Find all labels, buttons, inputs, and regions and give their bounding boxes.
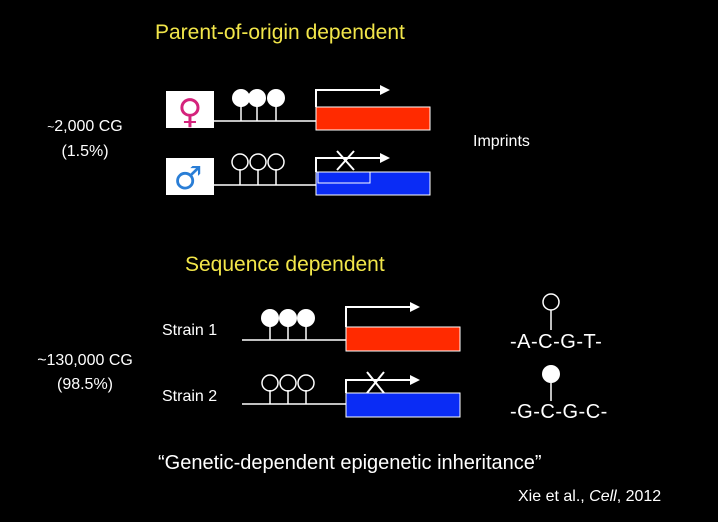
imprints-label: Imprints bbox=[473, 133, 530, 150]
methylated-cpg-lollipop bbox=[261, 309, 279, 327]
unmethylated-cpg-lollipop bbox=[297, 374, 315, 392]
blocked-transcription-x-icon bbox=[336, 150, 355, 171]
unmethylated-cpg-lollipop bbox=[231, 153, 249, 171]
unmethylated-cpg-lollipop bbox=[261, 374, 279, 392]
methylated-cpg-lollipop bbox=[297, 309, 315, 327]
methylated-cpg-lollipop bbox=[232, 89, 250, 107]
strain1-methylated-cpg-group bbox=[261, 309, 315, 340]
male-unmethylated-cpg-group bbox=[231, 153, 285, 185]
blocked-transcription-arrow-icon bbox=[345, 375, 420, 393]
methylated-cpg-lollipop bbox=[267, 89, 285, 107]
strain2-silenced-gene bbox=[345, 392, 461, 418]
strain1-label: Strain 1 bbox=[162, 322, 218, 339]
male-icon-box bbox=[166, 158, 214, 195]
female-symbol-icon: ♀ bbox=[178, 92, 203, 132]
unmethylated-cpg-lollipop bbox=[267, 153, 285, 171]
male-promoter-box bbox=[317, 171, 371, 184]
quote-text: “Genetic-dependent epigenetic inheritanc… bbox=[158, 452, 542, 474]
transcription-arrow-icon bbox=[345, 302, 420, 327]
unmethylated-sequence-cpg-icon bbox=[542, 293, 560, 330]
methylated-cpg-lollipop bbox=[248, 89, 266, 107]
unmethylated-cpg-lollipop bbox=[279, 374, 297, 392]
imprint-section-title: Parent-of-origin dependent bbox=[155, 21, 405, 44]
citation-journal: Cell bbox=[589, 488, 617, 505]
approx-sign: ~ bbox=[47, 120, 55, 134]
blocked-transcription-x-icon bbox=[366, 371, 385, 394]
citation-year: , 2012 bbox=[616, 488, 662, 505]
sequence-section-title: Sequence dependent bbox=[185, 253, 385, 276]
transcription-arrow-icon bbox=[315, 85, 390, 107]
imprint-cg-count-value: 2,000 CG bbox=[54, 118, 123, 135]
female-methylated-cpg-group bbox=[232, 89, 285, 121]
methylated-sequence: -G-C-G-C- bbox=[510, 401, 608, 423]
citation-authors: Xie et al., bbox=[518, 488, 590, 505]
female-active-gene bbox=[315, 106, 431, 131]
methylated-cpg-lollipop bbox=[279, 309, 297, 327]
unmethylated-cpg-lollipop bbox=[249, 153, 267, 171]
female-icon-box bbox=[166, 91, 214, 128]
male-symbol-icon: ♂ bbox=[174, 159, 203, 197]
unmethylated-sequence: -A-C-G-T- bbox=[510, 331, 603, 353]
strain1-active-gene bbox=[345, 326, 461, 352]
strain2-unmethylated-cpg-group bbox=[261, 374, 315, 404]
blocked-transcription-arrow-icon bbox=[315, 153, 390, 172]
sequence-cg-count: ~130,000 CG bbox=[37, 352, 133, 369]
strain2-label: Strain 2 bbox=[162, 388, 218, 405]
sequence-cg-percent: (98.5%) bbox=[56, 376, 114, 393]
imprint-cg-count: ~2,000 CG bbox=[30, 116, 140, 138]
imprint-cg-percent: (1.5%) bbox=[61, 143, 109, 160]
methylated-sequence-cpg-icon bbox=[542, 365, 560, 401]
citation: Xie et al., Cell, 2012 bbox=[518, 488, 661, 506]
male-silenced-gene bbox=[315, 171, 431, 196]
